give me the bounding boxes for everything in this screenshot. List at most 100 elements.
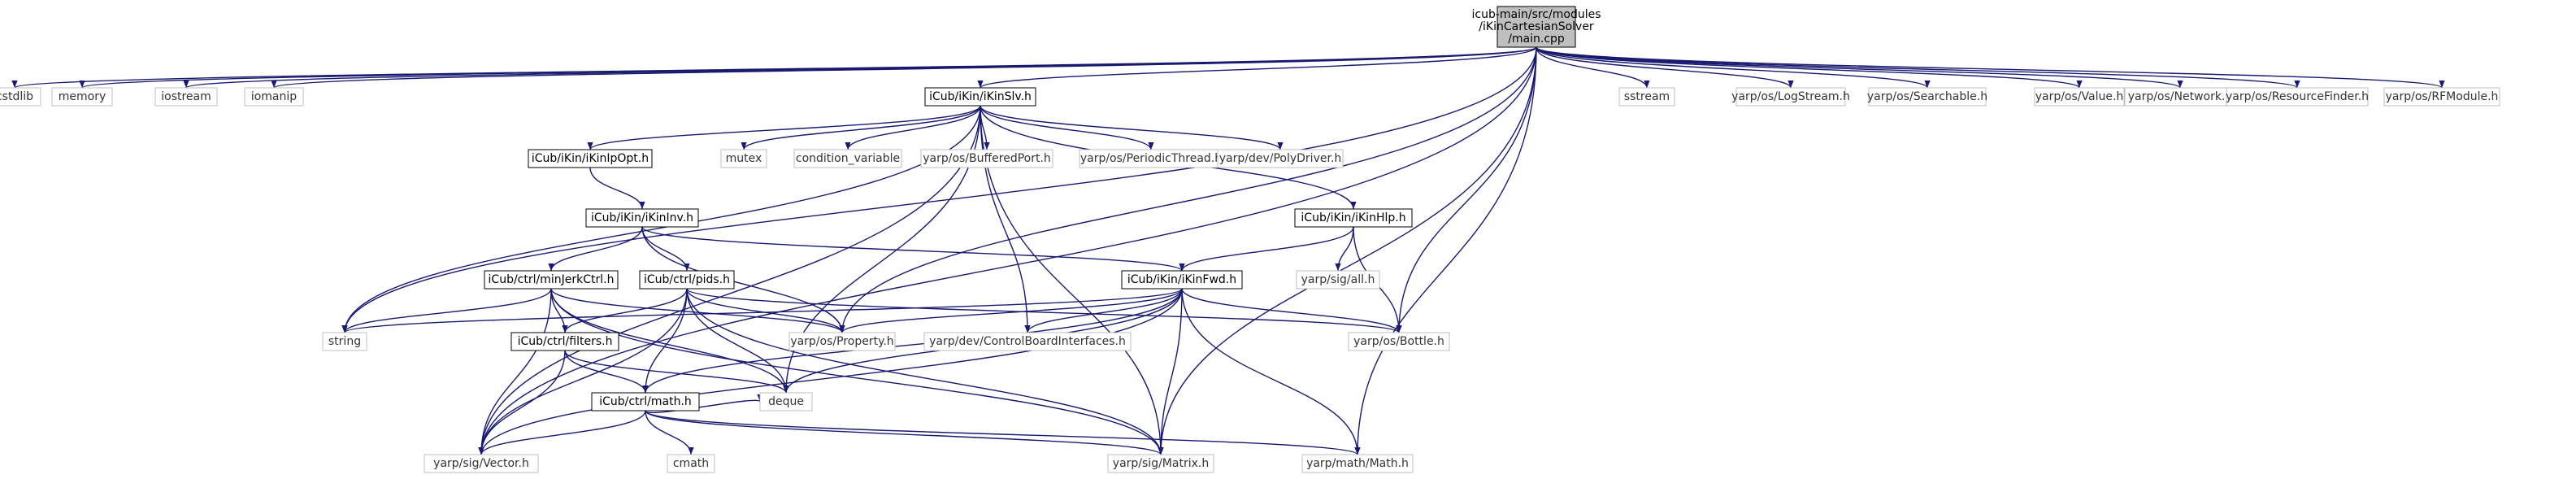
edge-ikininv-to-property — [641, 226, 845, 333]
node-box-logstream — [1735, 87, 1846, 107]
node-label-ymath: yarp/math/Math.h — [1306, 457, 1409, 470]
edge-ikinfwd-to-math — [642, 288, 1183, 394]
edge-pids-to-filters — [562, 288, 688, 333]
node-label-vector: yarp/sig/Vector.h — [433, 457, 529, 470]
edge-ikinslv-to-condvar — [845, 105, 981, 150]
edge-ikinfwd-to-vector — [478, 288, 1183, 455]
edge-minjerk-to-string — [341, 288, 552, 333]
node-root[interactable]: icub-main/src/modules/iKinCartesianSolve… — [1471, 6, 1601, 48]
node-box-cmath — [667, 454, 715, 473]
edge-math-to-matrix — [645, 410, 1164, 455]
node-box-cstdlib — [0, 87, 41, 107]
node-label-cstdlib: cstdlib — [0, 90, 33, 103]
edge-pids-to-bottle — [686, 288, 1402, 333]
edge-ikininv-to-ikinfwd — [641, 226, 1185, 272]
node-label-searchable: yarp/os/Searchable.h — [1867, 90, 1987, 103]
node-sstream: sstream — [1618, 87, 1675, 107]
node-pids[interactable]: iCub/ctrl/pids.h — [639, 270, 735, 290]
node-property: yarp/os/Property.h — [788, 332, 896, 351]
node-ikinipopt[interactable]: iCub/iKin/iKinIpOpt.h — [528, 149, 653, 168]
node-box-sstream — [1618, 87, 1675, 107]
edge-ikinhlp-to-ikinfwd — [1179, 226, 1354, 272]
edge-pids-to-vector — [478, 288, 688, 455]
node-box-vector — [424, 454, 539, 473]
node-box-property — [788, 332, 896, 351]
node-label-rfmodule: yarp/os/RFModule.h — [2386, 90, 2499, 103]
edge-ikinfwd-to-property — [839, 288, 1183, 333]
edge-ikinslv-to-periodicthread — [980, 105, 1154, 150]
node-box-sigall — [1296, 270, 1380, 290]
node-label-sstream: sstream — [1624, 90, 1670, 103]
node-periodicthread: yarp/os/PeriodicThread.h — [1079, 149, 1223, 168]
edge-ikinfwd-to-bottle — [1181, 288, 1402, 333]
edge-ikinslv-to-ikinipopt — [587, 105, 981, 150]
node-label-matrix: yarp/sig/Matrix.h — [1113, 457, 1209, 470]
node-memory: memory — [51, 87, 113, 107]
node-label-resourcefinder: yarp/os/ResourceFinder.h — [2226, 90, 2369, 103]
edge-ikinfwd-to-string — [341, 288, 1183, 333]
node-ikinfwd[interactable]: iCub/iKin/iKinFwd.h — [1121, 270, 1243, 290]
node-box-ikinslv — [924, 87, 1036, 107]
edge-ikinslv-to-mutex — [741, 105, 981, 150]
node-ikinhlp[interactable]: iCub/iKin/iKinHlp.h — [1294, 208, 1413, 228]
edge-pids-to-deque — [686, 288, 789, 394]
node-box-math — [591, 392, 700, 412]
node-box-resourcefinder — [2226, 87, 2369, 107]
node-label-string: string — [328, 335, 361, 348]
node-label-mutex: mutex — [726, 152, 762, 165]
node-label-ikininv: iCub/iKin/iKinInv.h — [591, 211, 693, 224]
node-label-filters: iCub/ctrl/filters.h — [518, 335, 613, 348]
node-label-bufferedport: yarp/os/BufferedPort.h — [923, 152, 1051, 165]
edge-ikinipopt-to-ikininv — [589, 167, 645, 210]
edge-math-to-vector — [478, 410, 646, 455]
edge-minjerk-to-matrix — [550, 288, 1164, 455]
node-box-ikininv — [585, 208, 699, 228]
node-logstream: yarp/os/LogStream.h — [1731, 87, 1850, 107]
edge-filters-to-deque — [564, 350, 789, 394]
node-iomanip: iomanip — [244, 87, 304, 107]
node-math[interactable]: iCub/ctrl/math.h — [591, 392, 700, 412]
node-label-iomanip: iomanip — [251, 90, 297, 103]
node-sigall: yarp/sig/all.h — [1296, 270, 1380, 290]
edge-ikinfwd-to-ymath — [1181, 288, 1361, 455]
node-ikininv[interactable]: iCub/iKin/iKinInv.h — [585, 208, 699, 228]
node-box-ikinhlp — [1294, 208, 1413, 228]
edge-minjerk-to-vector — [478, 288, 552, 455]
edges-layer — [12, 46, 2445, 455]
edge-filters-to-math — [564, 350, 649, 394]
node-box-iostream — [154, 87, 218, 107]
node-filters[interactable]: iCub/ctrl/filters.h — [510, 332, 619, 351]
node-label-logstream: yarp/os/LogStream.h — [1731, 90, 1850, 103]
node-vector: yarp/sig/Vector.h — [424, 454, 539, 473]
node-polydriver: yarp/dev/PolyDriver.h — [1217, 149, 1344, 168]
node-box-minjerk — [484, 270, 619, 290]
node-box-rfmodule — [2383, 87, 2500, 107]
node-box-memory — [51, 87, 113, 107]
node-label-minjerk: iCub/ctrl/minJerkCtrl.h — [489, 273, 615, 286]
edge-pids-to-matrix — [686, 288, 1164, 455]
node-box-pids — [639, 270, 735, 290]
edge-filters-to-vector — [478, 350, 566, 455]
node-cstdlib: cstdlib — [0, 87, 41, 107]
node-box-matrix — [1107, 454, 1214, 473]
node-box-condvar — [793, 149, 902, 168]
node-box-iomanip — [244, 87, 304, 107]
node-ymath: yarp/math/Math.h — [1301, 454, 1414, 473]
node-box-deque — [759, 392, 813, 412]
edge-root-to-matrix — [1158, 46, 1537, 455]
node-minjerk[interactable]: iCub/ctrl/minJerkCtrl.h — [484, 270, 619, 290]
node-label-polydriver: yarp/dev/PolyDriver.h — [1219, 152, 1342, 165]
node-box-cbi — [923, 332, 1132, 351]
node-bufferedport: yarp/os/BufferedPort.h — [920, 149, 1053, 168]
node-string: string — [322, 332, 367, 351]
node-box-mutex — [720, 149, 767, 168]
node-matrix: yarp/sig/Matrix.h — [1107, 454, 1214, 473]
node-value: yarp/os/Value.h — [2034, 87, 2125, 107]
node-bottle: yarp/os/Bottle.h — [1348, 332, 1450, 351]
node-box-searchable — [1868, 87, 1987, 107]
node-ikinslv[interactable]: iCub/iKin/iKinSlv.h — [924, 87, 1036, 107]
node-rfmodule: yarp/os/RFModule.h — [2383, 87, 2500, 107]
node-label-property: yarp/os/Property.h — [790, 335, 893, 348]
edge-root-to-vector — [478, 46, 1537, 455]
